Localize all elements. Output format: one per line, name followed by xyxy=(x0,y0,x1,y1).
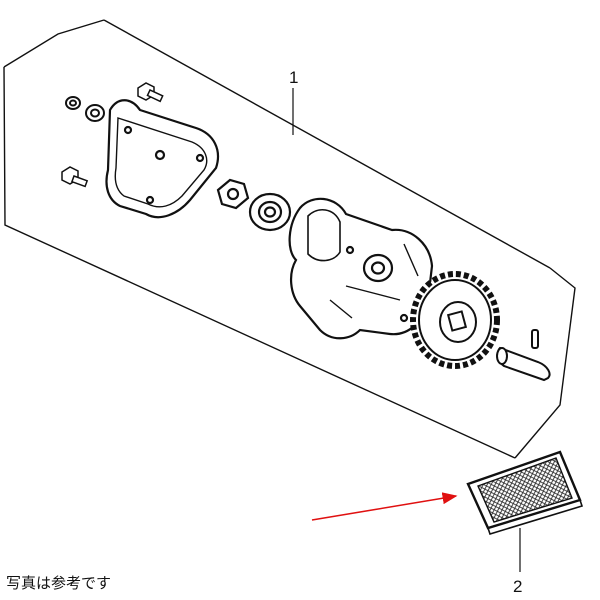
callout-label-1: 1 xyxy=(289,68,299,87)
drive-gear-icon xyxy=(410,271,500,369)
shaft-pin-icon xyxy=(496,329,551,382)
washer-icon xyxy=(65,96,105,122)
oil-strainer-icon xyxy=(466,450,584,535)
pump-body-icon xyxy=(288,197,434,340)
reference-photo-caption: 写真は参考です xyxy=(6,574,112,592)
hex-bolt-icon xyxy=(61,82,164,188)
seal-ring-icon xyxy=(248,192,292,232)
nut-icon xyxy=(216,178,250,210)
assembly-boundary xyxy=(3,19,576,459)
pointer-arrow-icon xyxy=(311,492,458,521)
pump-cover-plate-icon xyxy=(105,99,220,219)
callout-label-2: 2 xyxy=(513,577,523,596)
